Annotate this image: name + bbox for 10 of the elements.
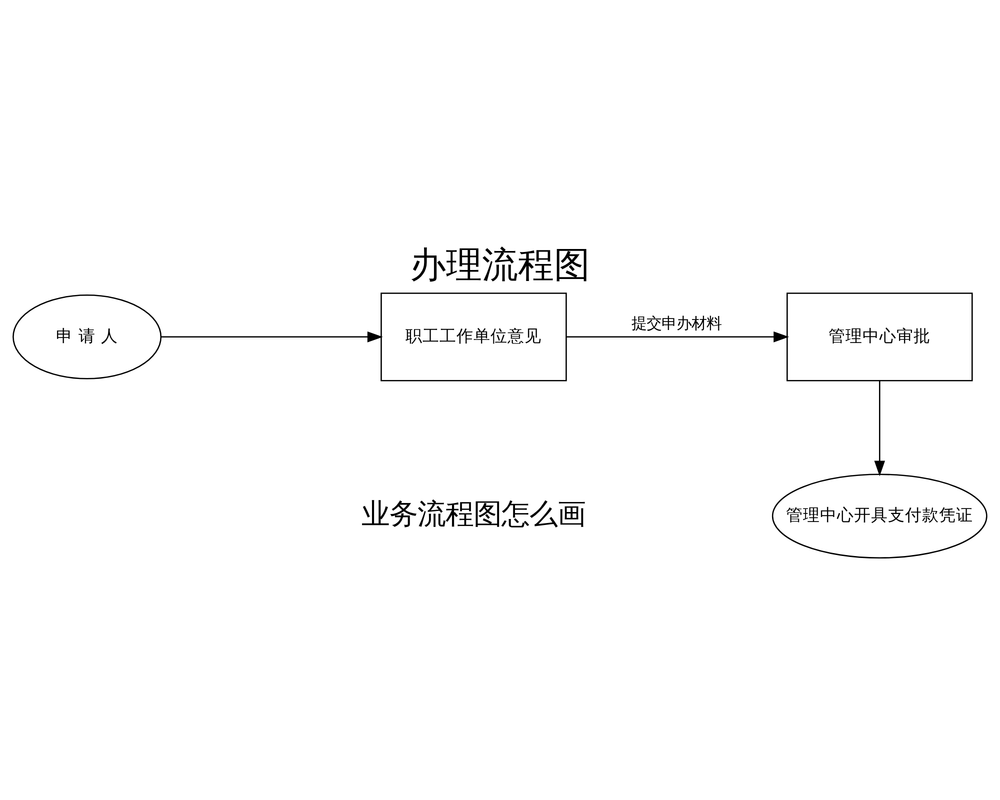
node-box: 管理中心审批	[786, 292, 973, 381]
node-ellipse: 申 请 人	[12, 294, 162, 379]
arrow	[161, 331, 383, 342]
edge-label: 提交申办材料	[632, 314, 722, 332]
arrow	[874, 380, 886, 476]
arrow	[566, 331, 790, 342]
node-box: 职工工作单位意见	[380, 292, 567, 381]
diagram-title: 办理流程图	[410, 244, 590, 286]
node-ellipse: 管理中心开具支付款凭证	[772, 473, 988, 558]
label: 业务流程图怎么画	[362, 498, 586, 530]
